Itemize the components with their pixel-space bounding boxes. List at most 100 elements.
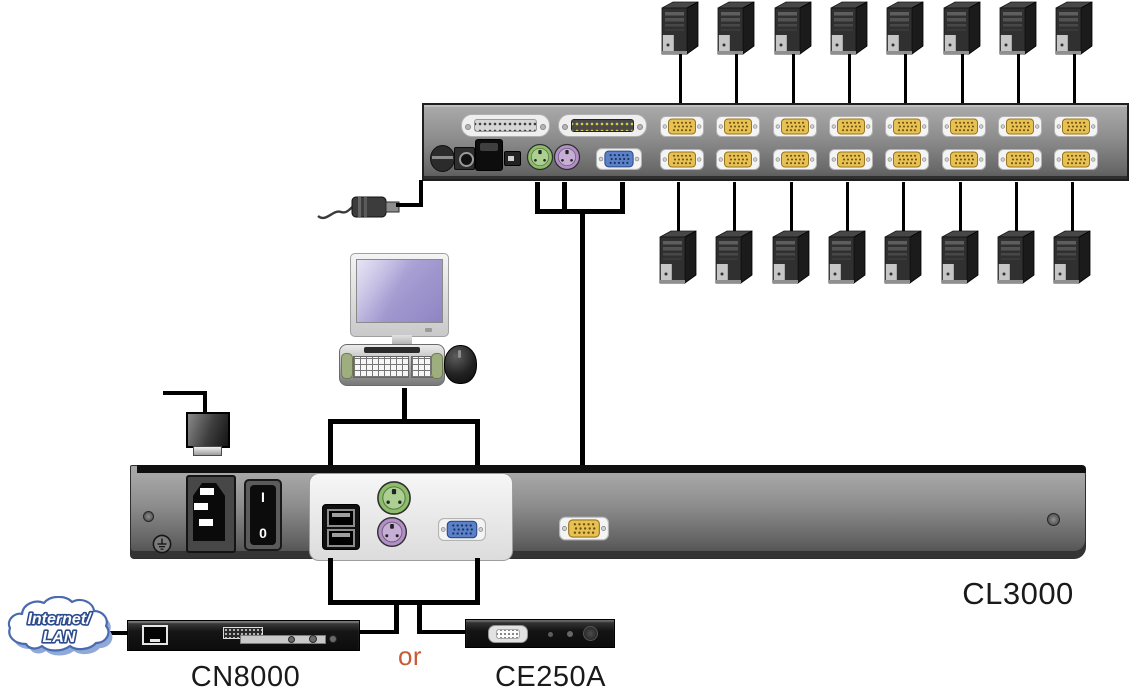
kvm-db15-port bbox=[488, 625, 528, 643]
power-cable-segment bbox=[396, 203, 423, 207]
server-computer bbox=[658, 1, 702, 107]
ps2-port-graphic bbox=[377, 481, 411, 515]
kvm-cpu-port bbox=[828, 149, 873, 175]
power-cord-segment bbox=[203, 391, 207, 415]
kvm-cable bbox=[1016, 54, 1020, 104]
kvm-cpu-port bbox=[660, 116, 704, 142]
keyboard-function-strip bbox=[364, 347, 420, 353]
console-cable-segment bbox=[535, 182, 540, 214]
vga-port-graphic bbox=[1054, 116, 1099, 137]
usb-port bbox=[327, 509, 355, 527]
server-computer bbox=[938, 182, 982, 288]
vga-port-graphic bbox=[559, 516, 609, 541]
keyboard-port bbox=[376, 480, 412, 521]
rack-screw-hole bbox=[143, 511, 154, 522]
server-computer bbox=[883, 1, 927, 107]
video-port bbox=[438, 518, 486, 546]
kvm-cable bbox=[733, 182, 737, 231]
kvm-cable bbox=[1073, 54, 1077, 104]
recovery-switch bbox=[504, 151, 521, 166]
kvm-cable bbox=[791, 54, 795, 104]
keyboard-numpad bbox=[411, 356, 435, 378]
daisy-chain-in-port bbox=[558, 114, 647, 137]
kvm-cpu-port bbox=[885, 149, 930, 175]
lan-port bbox=[142, 625, 168, 645]
server-tower-graphic bbox=[1055, 1, 1093, 55]
server-tower-graphic bbox=[828, 230, 866, 284]
server-tower-graphic bbox=[997, 230, 1035, 284]
server-computer bbox=[769, 182, 813, 288]
power-adapter-base bbox=[193, 446, 222, 456]
server-tower-graphic bbox=[884, 230, 922, 284]
kvm-uplink-port bbox=[559, 516, 609, 546]
vga-port-graphic bbox=[997, 116, 1042, 137]
server-tower-graphic bbox=[717, 1, 755, 55]
keyboard-keys bbox=[353, 356, 409, 378]
kvm-cable bbox=[902, 182, 906, 231]
server-tower-graphic bbox=[943, 1, 980, 55]
kvm-cpu-port bbox=[716, 116, 761, 142]
server-tower-graphic bbox=[661, 1, 699, 55]
kvm-cpu-port bbox=[828, 116, 873, 142]
server-computer bbox=[996, 1, 1040, 107]
kvm-cpu-port bbox=[941, 116, 986, 142]
kvm-cable bbox=[677, 182, 680, 231]
power-jack bbox=[329, 635, 337, 643]
server-computer bbox=[940, 1, 984, 107]
option-cable-segment bbox=[417, 630, 467, 634]
kvm-cpu-port bbox=[997, 149, 1042, 175]
usb-ports bbox=[322, 504, 360, 550]
rack-screw-hole bbox=[1047, 513, 1060, 526]
console-cable-segment bbox=[328, 419, 480, 424]
kvm-switch-rear-panel bbox=[422, 103, 1129, 181]
server-computer bbox=[994, 182, 1038, 288]
server-group-bottom bbox=[656, 182, 1108, 288]
cloud-label-line1: Internet/ bbox=[27, 611, 92, 628]
server-computer bbox=[825, 182, 869, 288]
server-computer bbox=[712, 182, 756, 288]
kvm-cpu-port bbox=[660, 149, 704, 175]
console-cable-segment bbox=[580, 209, 585, 520]
power-adapter-plug bbox=[317, 196, 400, 220]
option-cable-segment bbox=[328, 558, 333, 605]
kvm-cable bbox=[960, 54, 964, 104]
vga-port-graphic bbox=[885, 116, 930, 137]
vga-port-graphic bbox=[438, 518, 486, 541]
kvm-cable bbox=[845, 182, 849, 231]
console-cable-segment bbox=[328, 419, 333, 467]
led-indicator bbox=[567, 631, 573, 637]
kvm-cable bbox=[789, 182, 793, 231]
console-cable-segment bbox=[402, 388, 407, 422]
kvm-cable bbox=[735, 54, 739, 104]
ps2-port-graphic bbox=[553, 143, 581, 171]
power-adapter bbox=[186, 412, 230, 448]
server-computer bbox=[771, 1, 815, 107]
reset-button bbox=[288, 636, 295, 643]
grounding-terminal bbox=[152, 534, 172, 554]
server-tower-graphic bbox=[772, 230, 809, 284]
cl3000-rear-panel: I 0 bbox=[130, 465, 1086, 561]
firmware-upgrade-port bbox=[475, 139, 503, 171]
server-computer bbox=[827, 1, 871, 107]
vga-port-graphic bbox=[772, 116, 817, 137]
kvm-cpu-port bbox=[1054, 149, 1099, 175]
option-cable-segment bbox=[394, 600, 399, 634]
ps2-port-graphic bbox=[376, 516, 408, 548]
kvm-cpu-port bbox=[772, 116, 817, 142]
cn8000-label: CN8000 bbox=[190, 661, 301, 693]
console-cable-segment bbox=[475, 419, 480, 467]
vga-port-graphic bbox=[941, 116, 986, 137]
server-tower-graphic bbox=[1053, 230, 1091, 284]
power-cord-segment bbox=[163, 391, 207, 395]
external-console-panel bbox=[309, 473, 513, 561]
lan-cable-segment bbox=[103, 631, 129, 635]
cl3000-label: CL3000 bbox=[962, 576, 1074, 611]
monitor-power-button bbox=[425, 328, 432, 332]
internet-lan-cloud: Internet/ LAN bbox=[7, 596, 113, 656]
led-indicator bbox=[548, 632, 553, 637]
console-cable-segment bbox=[620, 182, 625, 214]
keyboard bbox=[339, 344, 445, 386]
or-label: or bbox=[397, 641, 423, 671]
option-cable-segment bbox=[357, 630, 399, 634]
